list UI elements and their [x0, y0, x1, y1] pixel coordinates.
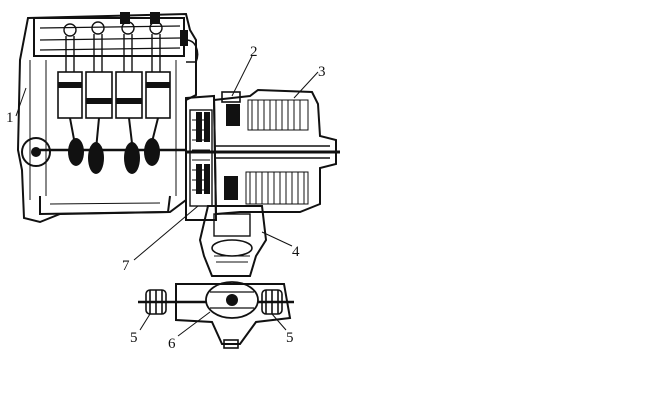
callout-6: 6 — [168, 336, 176, 352]
callout-1: 1 — [6, 110, 14, 126]
engine-block — [18, 12, 198, 222]
final-drive — [138, 206, 294, 348]
callout-4: 4 — [292, 244, 300, 260]
leader-3 — [294, 72, 318, 98]
callout-3: 3 — [318, 64, 326, 80]
callout-7: 7 — [122, 258, 130, 274]
leader-5a — [140, 314, 150, 330]
callout-2: 2 — [250, 44, 258, 60]
leader-1 — [16, 88, 26, 116]
callout-5-right: 5 — [286, 330, 294, 346]
leader-7 — [134, 206, 198, 260]
callout-5-left: 5 — [130, 330, 138, 346]
leader-6 — [178, 312, 210, 336]
gearbox — [186, 90, 340, 214]
leader-5b — [272, 314, 286, 330]
leader-2 — [232, 56, 252, 96]
